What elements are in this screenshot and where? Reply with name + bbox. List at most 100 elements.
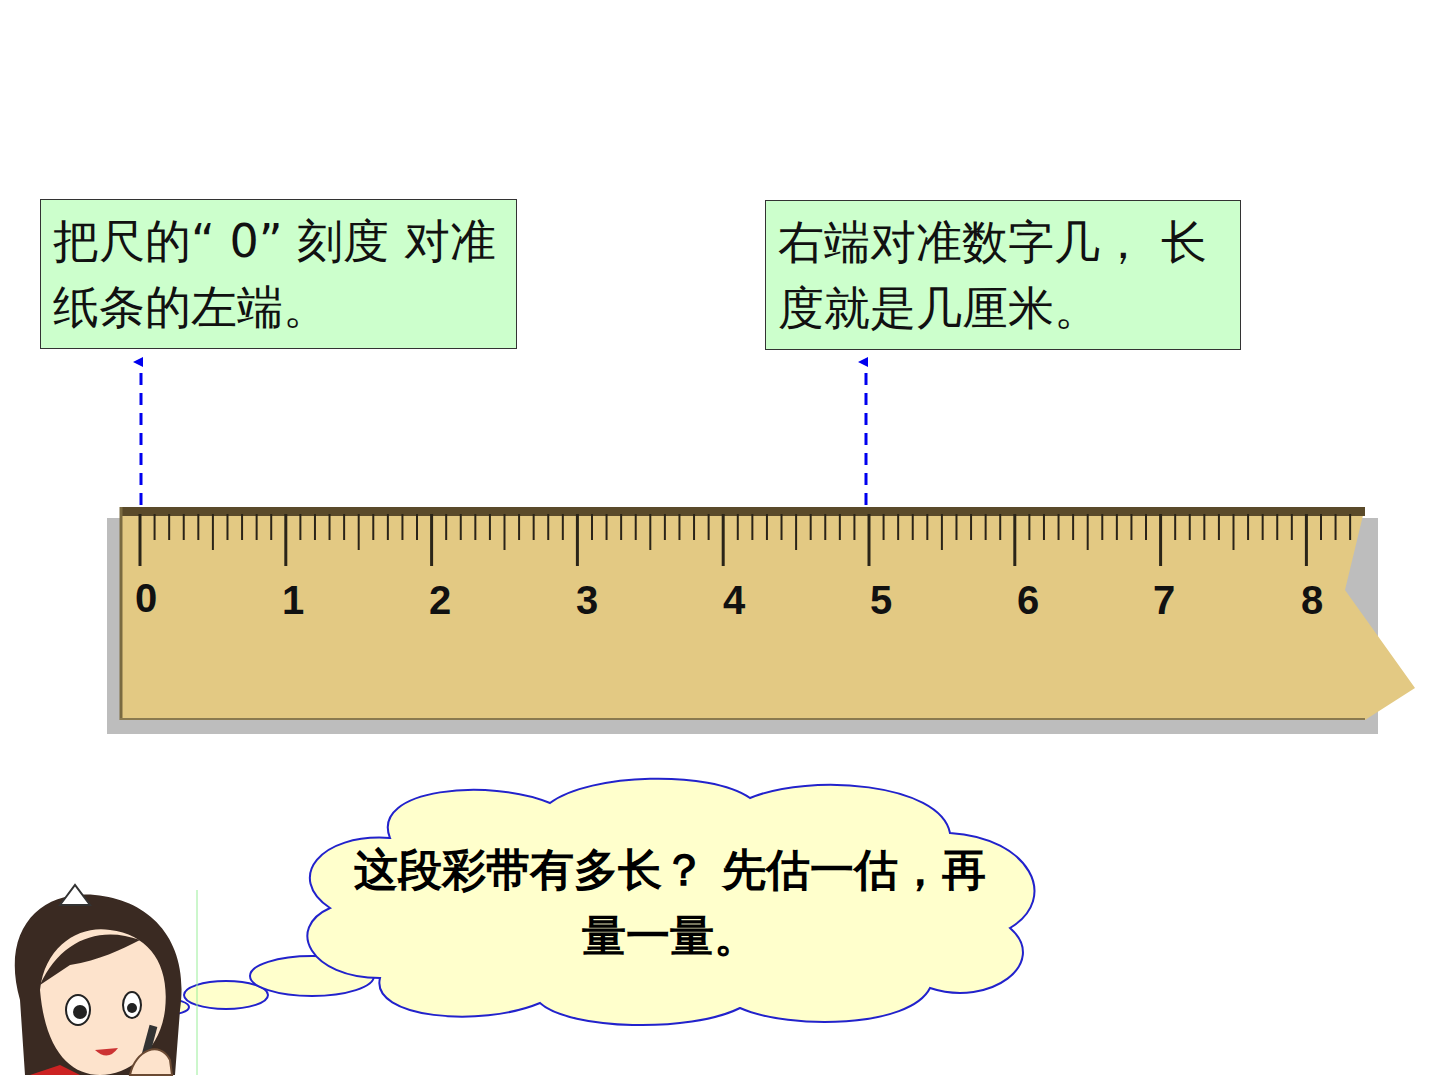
ruler-tick [606, 514, 608, 540]
ruler-tick [1320, 514, 1322, 540]
ruler-top-edge [120, 507, 1365, 516]
ruler-tick [212, 514, 214, 550]
ruler-tick [1291, 514, 1293, 540]
leader-arrow [140, 362, 143, 505]
ruler-tick [970, 514, 972, 540]
ruler-tick [576, 514, 579, 566]
ruler-tick [839, 514, 841, 540]
ruler-tick [678, 514, 680, 540]
scale-number: 5 [870, 578, 892, 623]
ruler-tick [1203, 514, 1205, 540]
ruler-tick [197, 514, 199, 540]
ruler-tick [1349, 514, 1351, 540]
ruler-tick [1233, 514, 1235, 550]
ruler-tick [795, 514, 797, 550]
ruler-tick [1028, 514, 1030, 540]
ruler-tick [474, 514, 476, 540]
ruler-tick [1335, 514, 1337, 540]
ruler-tick [853, 514, 855, 540]
ruler-tick [358, 514, 360, 550]
note-box: 把尺的“ 0” 刻度 对准纸条的左端。 [40, 199, 517, 349]
ruler-tick [708, 514, 710, 540]
ruler-tick [635, 514, 637, 540]
ruler-tick [868, 514, 871, 566]
ruler-tick [387, 514, 389, 540]
ruler-tick [226, 514, 228, 540]
ruler-tick [693, 514, 695, 540]
ruler-tick [183, 514, 185, 540]
ruler-tick [751, 514, 753, 540]
thought-cloud: 这段彩带有多长？ 先估一估，再量一量。 [290, 778, 1050, 1028]
ruler-tick [518, 514, 520, 540]
ruler-tick [591, 514, 593, 540]
ruler-tick [1072, 514, 1074, 540]
ruler-ticks [140, 514, 1350, 566]
ruler-tick [649, 514, 651, 550]
scale-number: 4 [723, 578, 745, 623]
ruler-tick [504, 514, 506, 550]
ruler-tick [460, 514, 462, 540]
ruler-tick [1189, 514, 1191, 540]
ruler-tick [897, 514, 899, 540]
ruler-tick [445, 514, 447, 540]
scale-number: 8 [1301, 578, 1323, 623]
ruler-tick [912, 514, 914, 540]
scale-number: 2 [429, 578, 451, 623]
ruler-tick [1159, 514, 1162, 566]
ruler-tick [270, 514, 272, 540]
ruler-tick [372, 514, 374, 540]
ruler-tick [985, 514, 987, 540]
ruler-tick [883, 514, 885, 540]
ruler-tick [401, 514, 403, 540]
ruler-tick [343, 514, 345, 540]
ruler-tick [1305, 514, 1308, 566]
ruler-tick [1101, 514, 1103, 540]
note-text: 把尺的“ 0” 刻度 对准纸条的左端。 [53, 208, 504, 340]
ruler-tick [416, 514, 418, 540]
leader-arrow [865, 362, 868, 505]
ruler-tick [256, 514, 258, 540]
scale-number: 1 [282, 578, 304, 623]
cloud-outline [290, 778, 1050, 1028]
ruler-tick [241, 514, 243, 540]
ruler-tick [533, 514, 535, 540]
scale-number: 3 [576, 578, 598, 623]
ruler-tick [1043, 514, 1045, 540]
note-box: 右端对准数字几， 长度就是几厘米。 [765, 200, 1241, 350]
ruler-tick [620, 514, 622, 540]
ruler-tick [1174, 514, 1176, 540]
ruler-tick [781, 514, 783, 540]
scale-number: 7 [1153, 578, 1175, 623]
ruler-tick [1262, 514, 1264, 540]
ruler-tick [926, 514, 928, 540]
ruler-tick [1218, 514, 1220, 540]
ruler-tick [154, 514, 156, 540]
ruler-tick [999, 514, 1001, 540]
ruler-tick [941, 514, 943, 550]
scale-number: 0 [135, 576, 157, 621]
ruler-tick [737, 514, 739, 540]
ruler-tick [430, 514, 433, 566]
cartoon-girl [15, 885, 197, 1075]
scale-number: 6 [1017, 578, 1039, 623]
ruler-left-edge [120, 507, 123, 720]
ruler-body [120, 507, 1415, 720]
ruler-tick [1116, 514, 1118, 540]
ruler-tick [664, 514, 666, 540]
ruler-tick [1087, 514, 1089, 550]
ruler-tick [1276, 514, 1278, 540]
ruler-tick [722, 514, 725, 566]
cloud-text: 这段彩带有多长？ 先估一估，再量一量。 [350, 837, 990, 969]
ruler-tick [1145, 514, 1147, 540]
ruler-tick [1013, 514, 1016, 566]
ruler-tick [1058, 514, 1060, 540]
ruler-tick [562, 514, 564, 540]
ruler-tick [284, 514, 287, 566]
ruler-tick [139, 514, 142, 566]
ruler-tick [1247, 514, 1249, 540]
ruler-tick [168, 514, 170, 540]
ruler-tick [329, 514, 331, 540]
ruler-tick [1130, 514, 1132, 540]
ruler-tick [547, 514, 549, 540]
